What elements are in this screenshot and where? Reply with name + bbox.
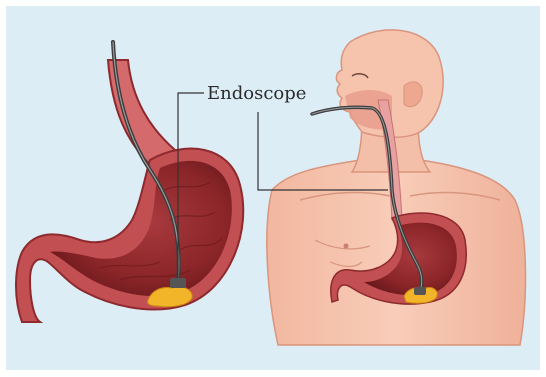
endoscope-label: Endoscope xyxy=(207,84,306,104)
endoscope-tip xyxy=(170,278,186,288)
